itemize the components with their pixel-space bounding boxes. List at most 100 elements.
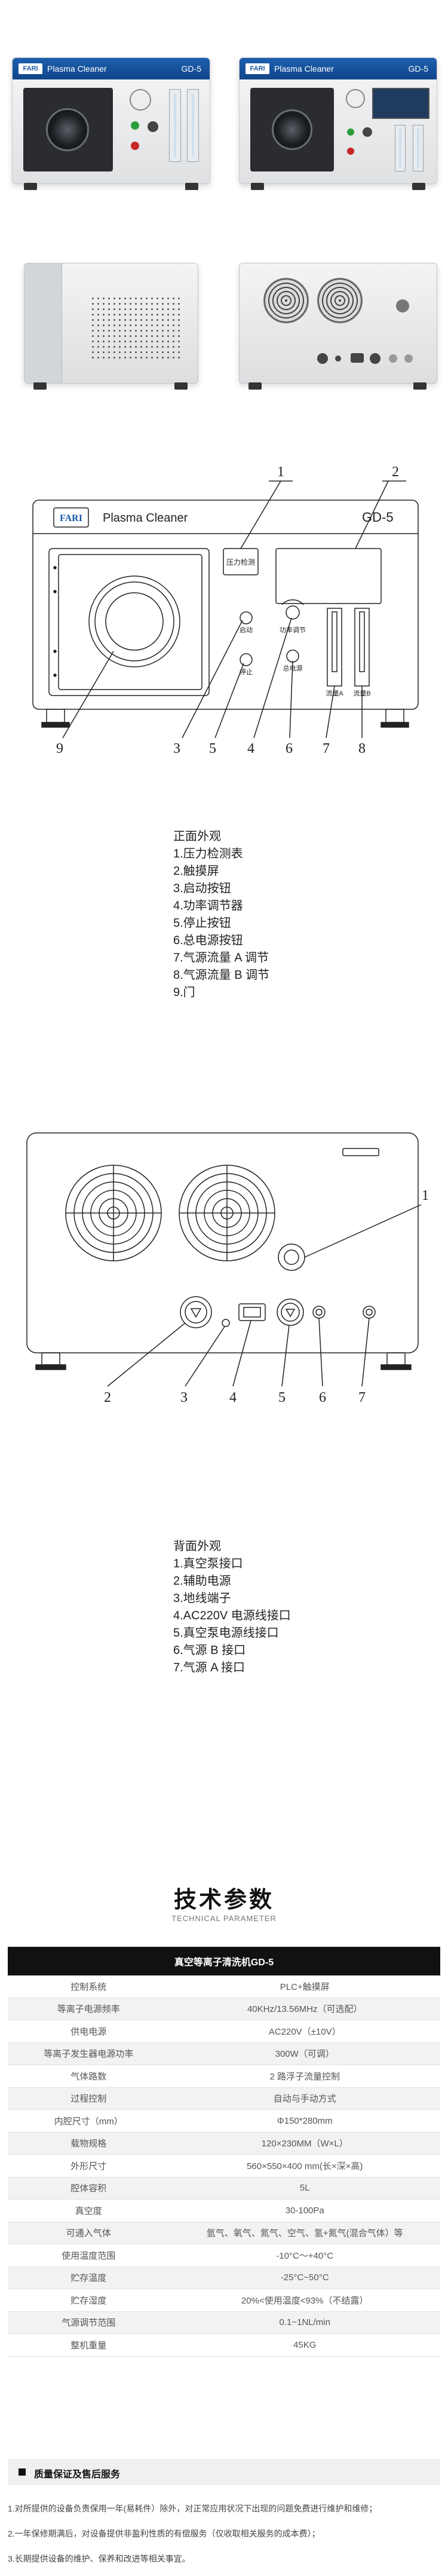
brand-name: Plasma Cleaner — [47, 64, 107, 73]
back-fan-right-icon — [179, 1165, 275, 1261]
back-gas-a-port — [363, 1306, 376, 1319]
flowmeter-b — [413, 125, 424, 171]
power-knob — [148, 121, 158, 132]
front-list-item: 3.启动按钮 — [173, 882, 231, 895]
front-stop-button — [240, 653, 253, 666]
param-key: 真空度 — [8, 2199, 170, 2222]
param-key: 等离子电源频率 — [8, 1998, 170, 2020]
foot-left — [24, 183, 37, 190]
param-key: 供电电源 — [8, 2020, 170, 2043]
front-view-drawing: FARI Plasma Cleaner GD-5 压力检测 启动 停止 功率调节… — [32, 464, 419, 756]
foot-right — [174, 382, 188, 390]
leader-4 — [253, 617, 292, 739]
param-value: 20%<使用温度<93%（不结露） — [169, 2289, 440, 2312]
foot-left — [251, 183, 264, 190]
back-callout-7: 7 — [358, 1390, 366, 1405]
chamber-door — [23, 88, 113, 171]
label-power-adj: 功率调节 — [280, 626, 306, 634]
front-flowmeter-b-tube — [359, 611, 365, 672]
param-value: 自动与手动方式 — [169, 2087, 440, 2110]
back-aux-power-pins — [190, 1308, 202, 1318]
front-power-knob — [286, 605, 300, 620]
param-value: AC220V（±10V） — [169, 2020, 440, 2043]
aux-power-socket — [317, 353, 328, 364]
machine-side-body — [24, 263, 198, 384]
back-list-item: 6.气源 B 接口 — [173, 1644, 246, 1657]
front-flowmeter-b — [354, 608, 370, 687]
back-leader-2 — [107, 1322, 186, 1387]
front-list-item: 6.总电源按钮 — [173, 934, 243, 947]
front-main-power-button — [286, 650, 299, 663]
param-key: 过程控制 — [8, 2087, 170, 2110]
front-list-item: 2.触摸屏 — [173, 865, 219, 878]
photo-front-straight: FARI Plasma Cleaner GD-5 — [227, 47, 448, 202]
param-key: 外形尺寸 — [8, 2154, 170, 2177]
back-list-item: 3.地线端子 — [173, 1592, 231, 1605]
power-knob — [363, 127, 372, 137]
viewport-window — [46, 108, 89, 151]
leader-9 — [62, 651, 114, 739]
callout-3: 3 — [173, 741, 180, 756]
machine-body: FARI Plasma Cleaner GD-5 — [12, 57, 210, 184]
hinge-dot — [53, 566, 57, 569]
callout-6: 6 — [286, 741, 293, 756]
brand-logo: FARI — [19, 63, 42, 74]
back-view-drawing: 1 2 3 4 5 6 7 — [26, 1132, 429, 1405]
foot-right — [185, 183, 198, 190]
callout-4: 4 — [247, 741, 254, 756]
gas-a-port — [404, 354, 413, 363]
leader-6 — [289, 660, 293, 739]
viewport-window — [272, 109, 312, 150]
qa-line: 2.一年保修期满后，对设备提供非盈利性质的有偿服务（仅收取相关服务的成本费）； — [8, 2529, 320, 2538]
flowmeter-b — [187, 89, 199, 162]
start-knob — [347, 128, 354, 136]
param-value: Φ150*280mm — [169, 2109, 440, 2133]
front-touch-screen — [275, 548, 382, 604]
hinge-dot — [53, 590, 57, 593]
callout-1: 1 — [277, 464, 284, 480]
back-vacuum-port — [278, 1243, 305, 1271]
callout-9: 9 — [56, 741, 63, 756]
back-foot-left-base — [35, 1364, 66, 1370]
back-list-item: 7.气源 A 接口 — [173, 1661, 246, 1674]
flowmeter-a — [395, 125, 406, 171]
leader-3 — [182, 620, 243, 739]
table-row: 内腔尺寸（mm）Φ150*280mm — [8, 2109, 440, 2133]
back-callout-5: 5 — [278, 1390, 286, 1405]
model-name: GD-5 — [408, 64, 428, 73]
back-leader-5 — [281, 1325, 290, 1387]
chamber-door — [250, 88, 334, 171]
param-value: 45KG — [169, 2333, 440, 2357]
label-stop: 停止 — [240, 667, 253, 676]
front-lens-mid — [94, 581, 174, 661]
front-body-outline — [32, 500, 419, 710]
param-key: 使用温度范围 — [8, 2244, 170, 2267]
param-value: 40KHz/13.56MHz（可选配） — [169, 1998, 440, 2020]
square-bullet-icon — [19, 2468, 26, 2476]
leader-1 — [240, 480, 281, 549]
param-key: 等离子发生器电源功率 — [8, 2042, 170, 2065]
param-key: 可通入气体 — [8, 2222, 170, 2244]
back-gas-b-port-inner — [315, 1309, 323, 1316]
fan-left-icon — [263, 278, 309, 323]
back-foot-right — [386, 1352, 406, 1365]
flowmeter-a — [169, 89, 181, 162]
table-row: 过程控制自动与手动方式 — [8, 2087, 440, 2110]
back-ac-inlet — [238, 1303, 266, 1321]
front-list-item: 4.功率调节器 — [173, 899, 243, 912]
back-leader-3 — [185, 1326, 225, 1387]
front-model-text: GD-5 — [362, 510, 394, 525]
front-logo-frame — [53, 507, 89, 528]
param-value: 300W（可调） — [169, 2042, 440, 2065]
leader-2 — [355, 480, 389, 549]
leader-7 — [326, 685, 335, 739]
back-callout-2: 2 — [104, 1390, 111, 1405]
back-list-item: 4.AC220V 电源线接口 — [173, 1609, 291, 1622]
params-title: 技术参数 — [173, 1888, 274, 1913]
param-key: 控制系统 — [8, 1975, 170, 1998]
param-key: 气体路数 — [8, 2065, 170, 2088]
back-ground-terminal — [222, 1319, 230, 1327]
